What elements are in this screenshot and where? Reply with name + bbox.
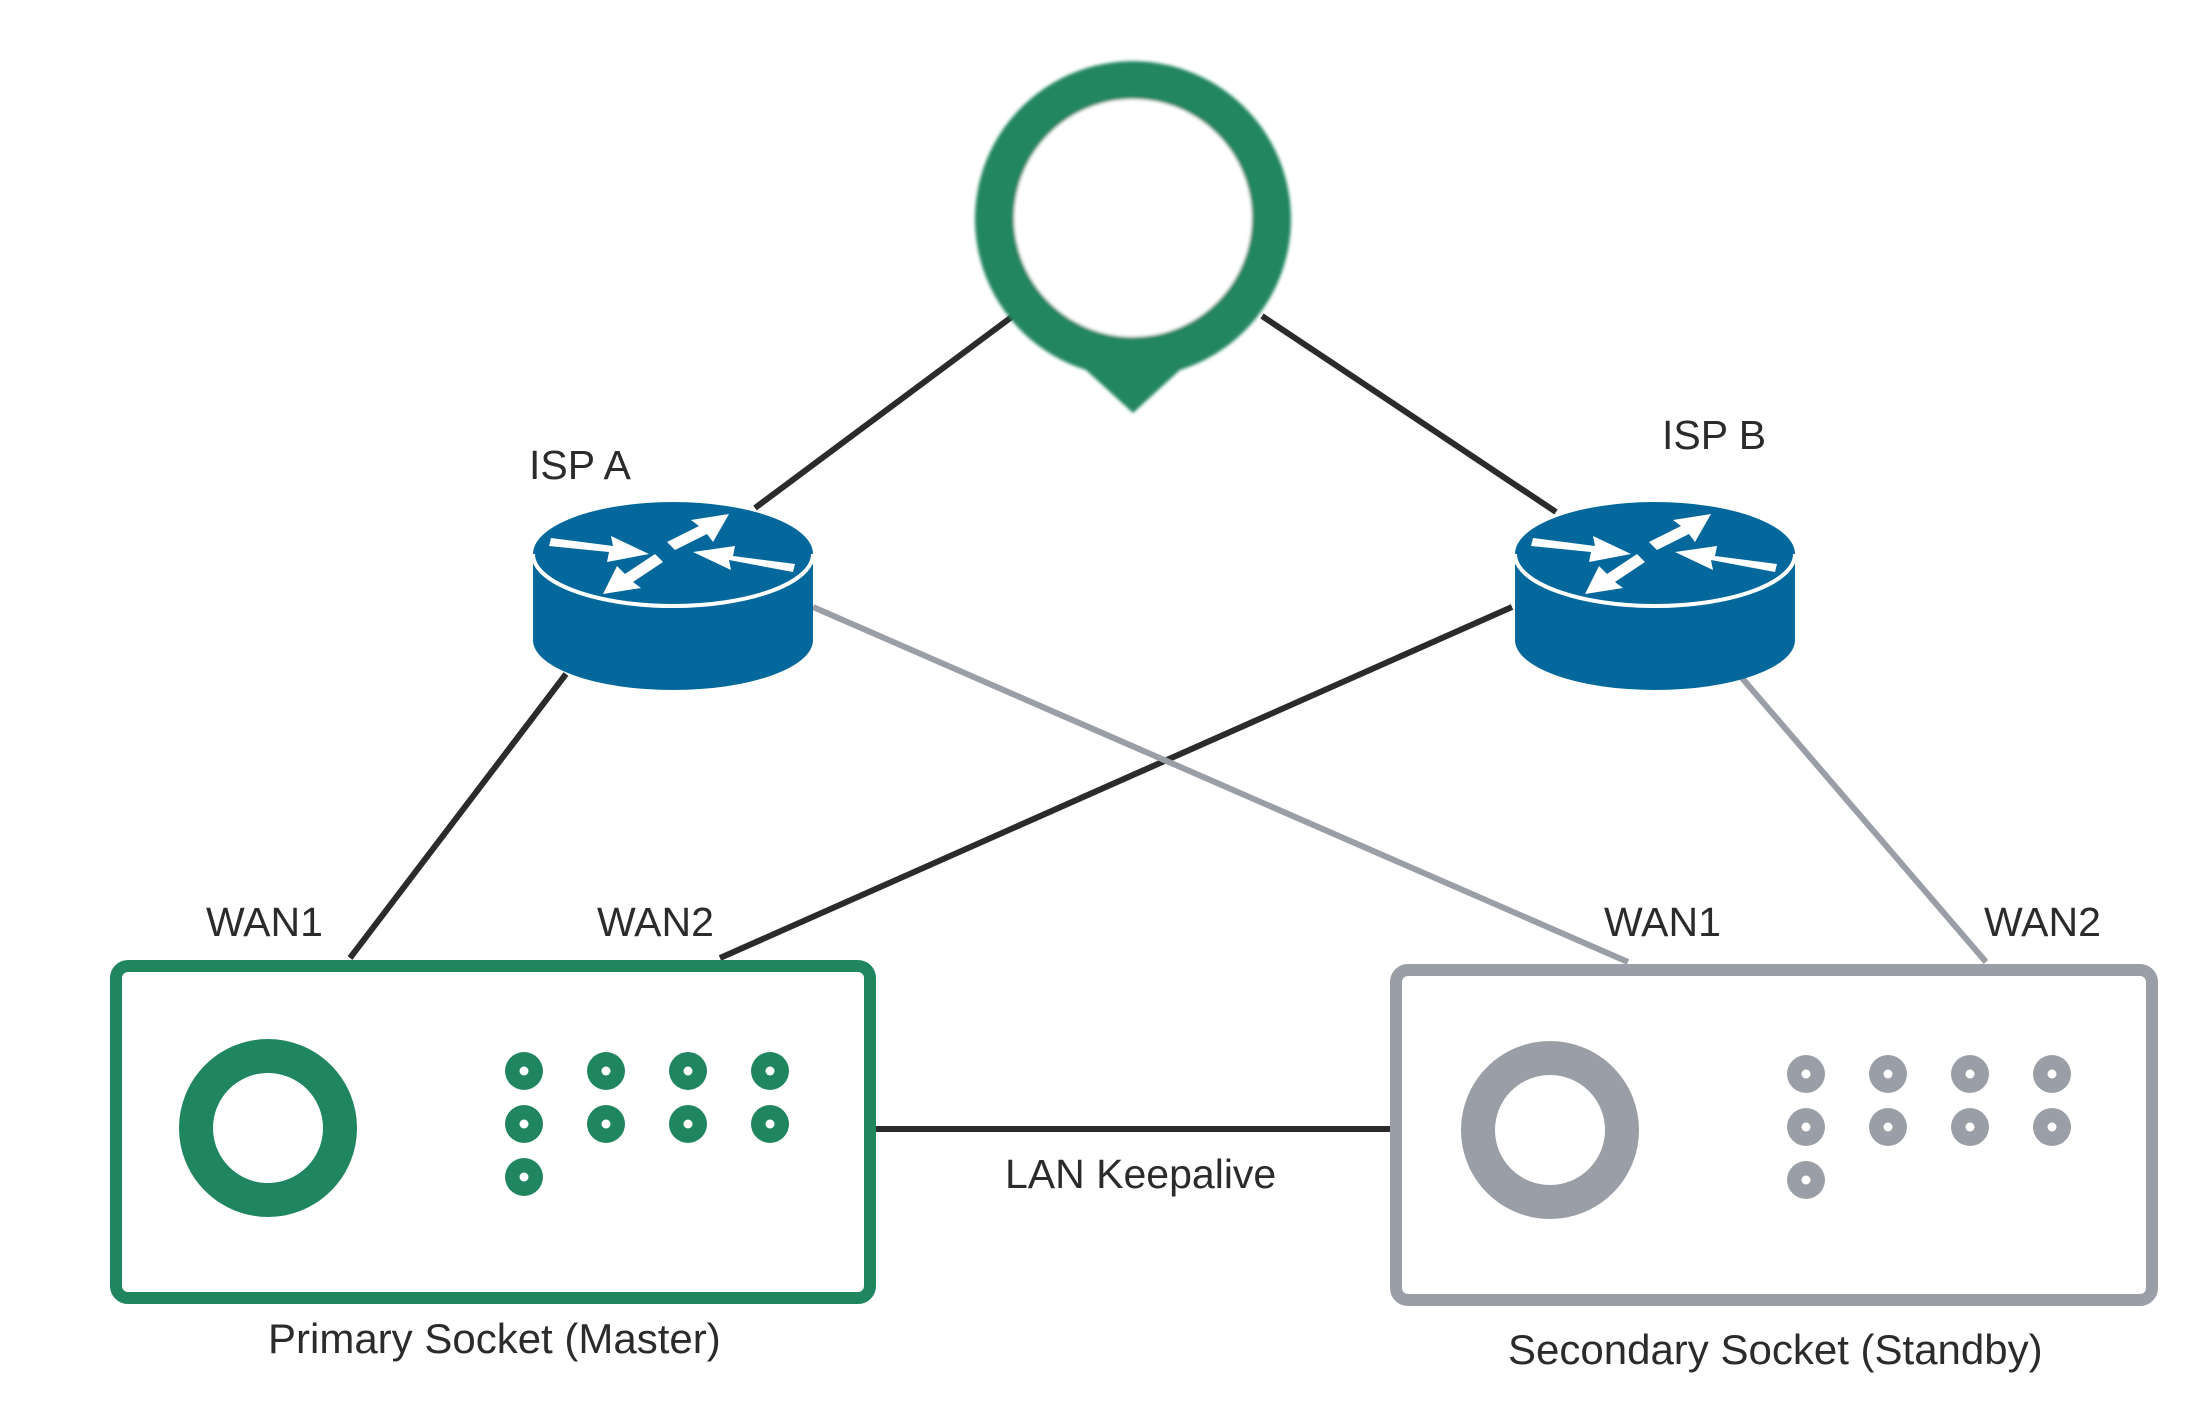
port-led-icon [2033,1108,2071,1146]
location-pin-icon [974,61,1291,413]
primary-socket [110,960,876,1304]
port-led-icon [751,1105,789,1143]
port-led-icon [2033,1055,2071,1093]
port-led-icon [1787,1055,1825,1093]
secondary-socket-label: Secondary Socket (Standby) [1508,1326,2043,1373]
link-pop-isp-b [1260,313,1558,515]
primary-wan1-label: WAN1 [206,899,323,945]
secondary-wan2-label: WAN2 [1984,899,2101,945]
primary-wan2-label: WAN2 [597,899,714,945]
links [347,313,1989,1132]
port-led-icon [1951,1055,1989,1093]
port-led-icon [505,1105,543,1143]
port-led-icon [1787,1161,1825,1199]
port-led-icon [751,1052,789,1090]
link-isp-b-primary-wan2 [718,604,1514,961]
port-led-icon [505,1052,543,1090]
port-leds [505,1052,789,1196]
port-led-icon [1869,1108,1907,1146]
port-led-icon [587,1105,625,1143]
port-led-icon [1869,1055,1907,1093]
link-isp-b-secondary-wan2 [1739,676,1989,964]
link-pop-isp-a [753,313,1015,511]
secondary-socket [1390,964,2158,1306]
isp-b-label: ISP B [1662,412,1766,458]
link-isp-a-primary-wan1 [347,672,569,960]
lan-keepalive-label: LAN Keepalive [1005,1151,1276,1197]
port-led-icon [669,1052,707,1090]
router-icon [1513,500,1797,692]
port-led-icon [1951,1108,1989,1146]
primary-socket-label: Primary Socket (Master) [268,1315,721,1362]
port-led-icon [1787,1108,1825,1146]
port-led-icon [669,1105,707,1143]
port-led-icon [587,1052,625,1090]
socket-ring-icon [179,1039,357,1217]
router-icon [531,500,815,692]
port-led-icon [505,1158,543,1196]
secondary-wan1-label: WAN1 [1604,899,1721,945]
socket-ring-icon [1461,1041,1639,1219]
link-isp-a-secondary-wan1 [811,604,1630,965]
port-leds [1787,1055,2071,1199]
isp-a-label: ISP A [529,442,631,488]
